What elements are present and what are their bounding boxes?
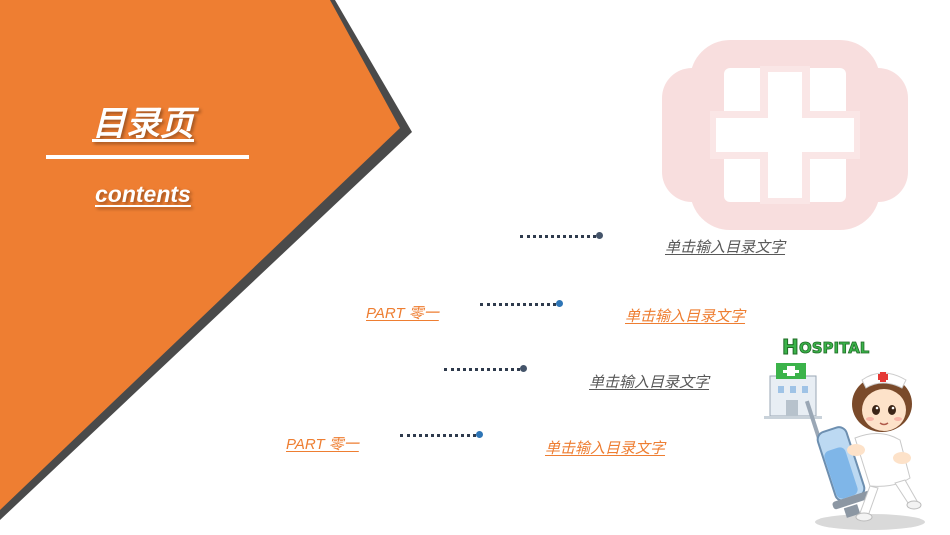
svg-text:H: H (782, 335, 799, 359)
toc-item-4[interactable]: 单击输入目录文字 (545, 440, 666, 457)
nurse-illustration: H OSPITAL (764, 335, 925, 530)
medical-cross-watermark (662, 40, 908, 230)
page-title: 目录页 (92, 105, 194, 143)
page-subtitle: contents (95, 181, 191, 207)
toc-part-label-2: PART 零一 (366, 305, 439, 322)
bullet-dot-1 (596, 232, 603, 239)
toc-part-label-4: PART 零一 (286, 436, 359, 453)
nurse-head (852, 372, 912, 432)
leader-dots-2 (480, 303, 556, 306)
leader-dots-1 (520, 235, 596, 238)
toc-item-3[interactable]: 单击输入目录文字 (589, 374, 710, 391)
toc-item-1[interactable]: 单击输入目录文字 (665, 239, 786, 256)
orange-triangle-shape (0, 0, 400, 510)
toc-item-2[interactable]: 单击输入目录文字 (625, 308, 746, 325)
bullet-dot-3 (520, 365, 527, 372)
svg-text:OSPITAL: OSPITAL (799, 339, 870, 357)
leader-dots-3 (444, 368, 520, 371)
hospital-building-icon (764, 363, 822, 419)
leader-dots-4 (400, 434, 476, 437)
bullet-dot-2 (556, 300, 563, 307)
syringe-icon (804, 400, 872, 518)
bullet-dot-4 (476, 431, 483, 438)
hospital-sign-logo: H OSPITAL (782, 335, 871, 360)
title-divider (46, 155, 249, 159)
